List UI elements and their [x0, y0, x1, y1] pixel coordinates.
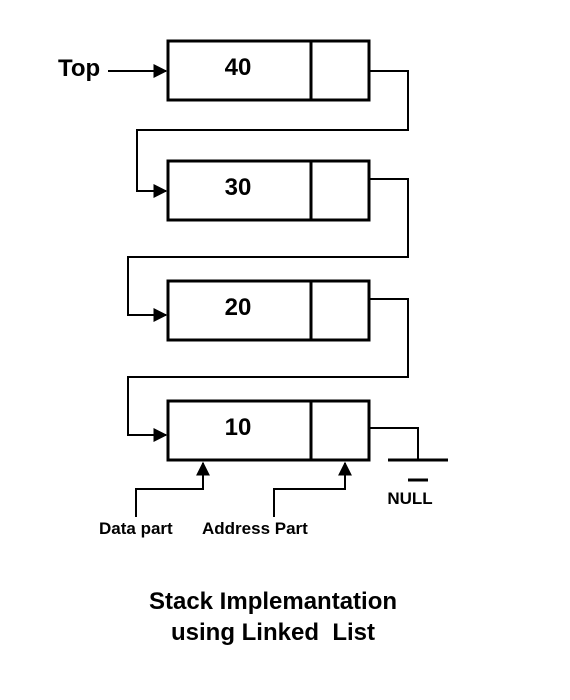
node-link	[127, 298, 409, 442]
node-value: 30	[225, 174, 252, 201]
node-address-cell	[309, 279, 371, 342]
node-address-cell	[309, 159, 371, 222]
node-value: 40	[225, 54, 252, 81]
null-ground-icon	[369, 427, 448, 482]
node-value: 10	[225, 414, 252, 441]
stack-node: 30	[166, 159, 371, 222]
null-label: NULL	[387, 489, 432, 508]
top-pointer-label: Top	[58, 55, 100, 82]
caption-line-2: using Linked List	[171, 619, 375, 646]
address-part-label: Address Part	[202, 519, 308, 538]
data-part-label: Data part	[99, 519, 173, 538]
stack-node: 10	[166, 399, 371, 462]
data-part-pointer	[135, 461, 210, 517]
node-link	[136, 70, 409, 198]
stack-node: 20	[166, 279, 371, 342]
caption-line-1: Stack Implemantation	[149, 588, 397, 615]
stack-node: 40	[166, 39, 371, 102]
node-value: 20	[225, 294, 252, 321]
node-address-cell	[309, 399, 371, 462]
node-address-cell	[309, 39, 371, 102]
node-link	[127, 178, 409, 322]
address-part-pointer	[273, 461, 352, 517]
